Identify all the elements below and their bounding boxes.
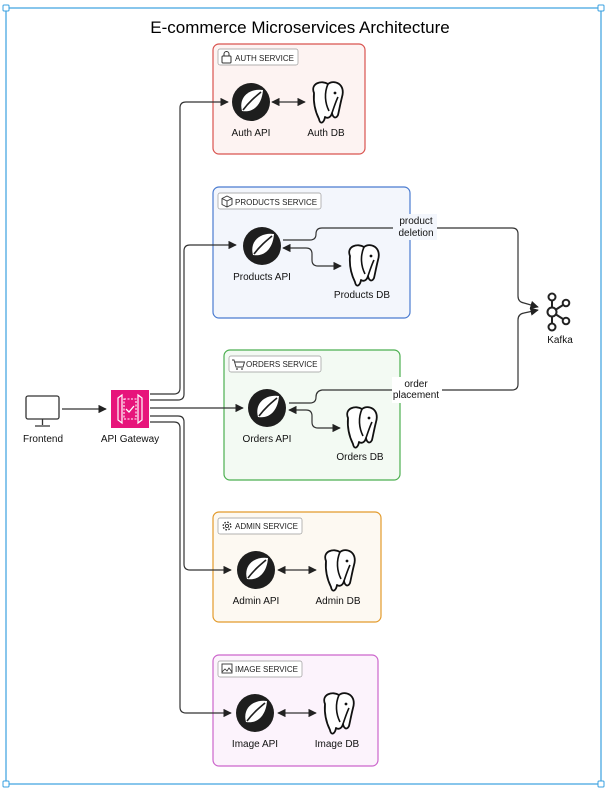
lock-icon: [221, 51, 232, 64]
image-db-node[interactable]: Image DB: [315, 692, 360, 750]
canvas-handles: [2, 4, 605, 788]
monitor-icon: [25, 395, 60, 427]
kafka-label: Kafka: [547, 335, 573, 346]
api-gateway-node[interactable]: API Gateway: [101, 390, 159, 445]
spring-icon: [231, 82, 271, 122]
products-api-node[interactable]: Products API: [233, 226, 291, 283]
spring-icon: [242, 226, 282, 266]
api-gateway-label: API Gateway: [101, 434, 159, 445]
products-service-label: PRODUCTS SERVICE: [235, 198, 317, 207]
auth-api-node[interactable]: Auth API: [231, 82, 271, 139]
gateway-to-auth-edge: [150, 97, 229, 395]
admin-api-node[interactable]: Admin API: [233, 550, 280, 607]
orders-db-node[interactable]: Orders DB: [336, 406, 384, 463]
diagram-title: E-commerce Microservices Architecture: [150, 18, 449, 37]
gateway-to-admin-edge: [150, 415, 232, 575]
auth-db-label: Auth DB: [307, 128, 345, 139]
orders-api-db-edge: [288, 405, 341, 433]
orders-api-label: Orders API: [243, 434, 292, 445]
orders-api-node[interactable]: Orders API: [243, 388, 292, 445]
order-placement-label-line1: order: [404, 379, 428, 390]
auth-api-label: Auth API: [232, 128, 271, 139]
order-placement-label-bg: [392, 377, 442, 403]
cube-icon: [221, 195, 233, 208]
order-placement-label-line2: placement: [393, 390, 439, 401]
canvas-border: [5, 7, 602, 785]
product-deletion-label-bg: [393, 214, 437, 240]
product-deletion-label-line1: product: [399, 216, 433, 227]
product-deletion-edge: [283, 227, 539, 309]
products-api-db-edge: [282, 243, 342, 271]
image-service-label: IMAGE SERVICE: [235, 665, 298, 674]
auth-db-node[interactable]: Auth DB: [307, 81, 345, 139]
image-api-node[interactable]: Image API: [232, 693, 278, 750]
spring-icon: [235, 693, 275, 733]
auth-service-label: AUTH SERVICE: [235, 54, 294, 63]
products-db-node[interactable]: Products DB: [334, 244, 390, 301]
products-db-label: Products DB: [334, 290, 390, 301]
spring-icon: [236, 550, 276, 590]
frontend-label: Frontend: [23, 434, 63, 445]
gateway-to-products-edge: [150, 240, 237, 401]
kafka-node[interactable]: Kafka: [546, 292, 573, 347]
order-placement-edge: [289, 307, 539, 404]
products-api-label: Products API: [233, 272, 291, 283]
orders-service-label: ORDERS SERVICE: [246, 360, 317, 369]
kafka-icon: [546, 292, 571, 332]
product-deletion-label-line2: deletion: [398, 228, 433, 239]
frontend-node[interactable]: Frontend: [23, 395, 63, 445]
image-icon: [221, 663, 233, 674]
api-gateway-icon: [111, 390, 149, 428]
admin-service-label: ADMIN SERVICE: [235, 522, 298, 531]
gear-icon: [222, 521, 232, 531]
cart-icon: [232, 359, 246, 370]
admin-api-label: Admin API: [233, 596, 280, 607]
gateway-to-image-edge: [150, 421, 232, 718]
image-db-label: Image DB: [315, 739, 360, 750]
admin-db-node[interactable]: Admin DB: [315, 549, 361, 607]
admin-db-label: Admin DB: [315, 596, 360, 607]
orders-db-label: Orders DB: [336, 452, 384, 463]
spring-icon: [247, 388, 287, 428]
image-api-label: Image API: [232, 739, 278, 750]
